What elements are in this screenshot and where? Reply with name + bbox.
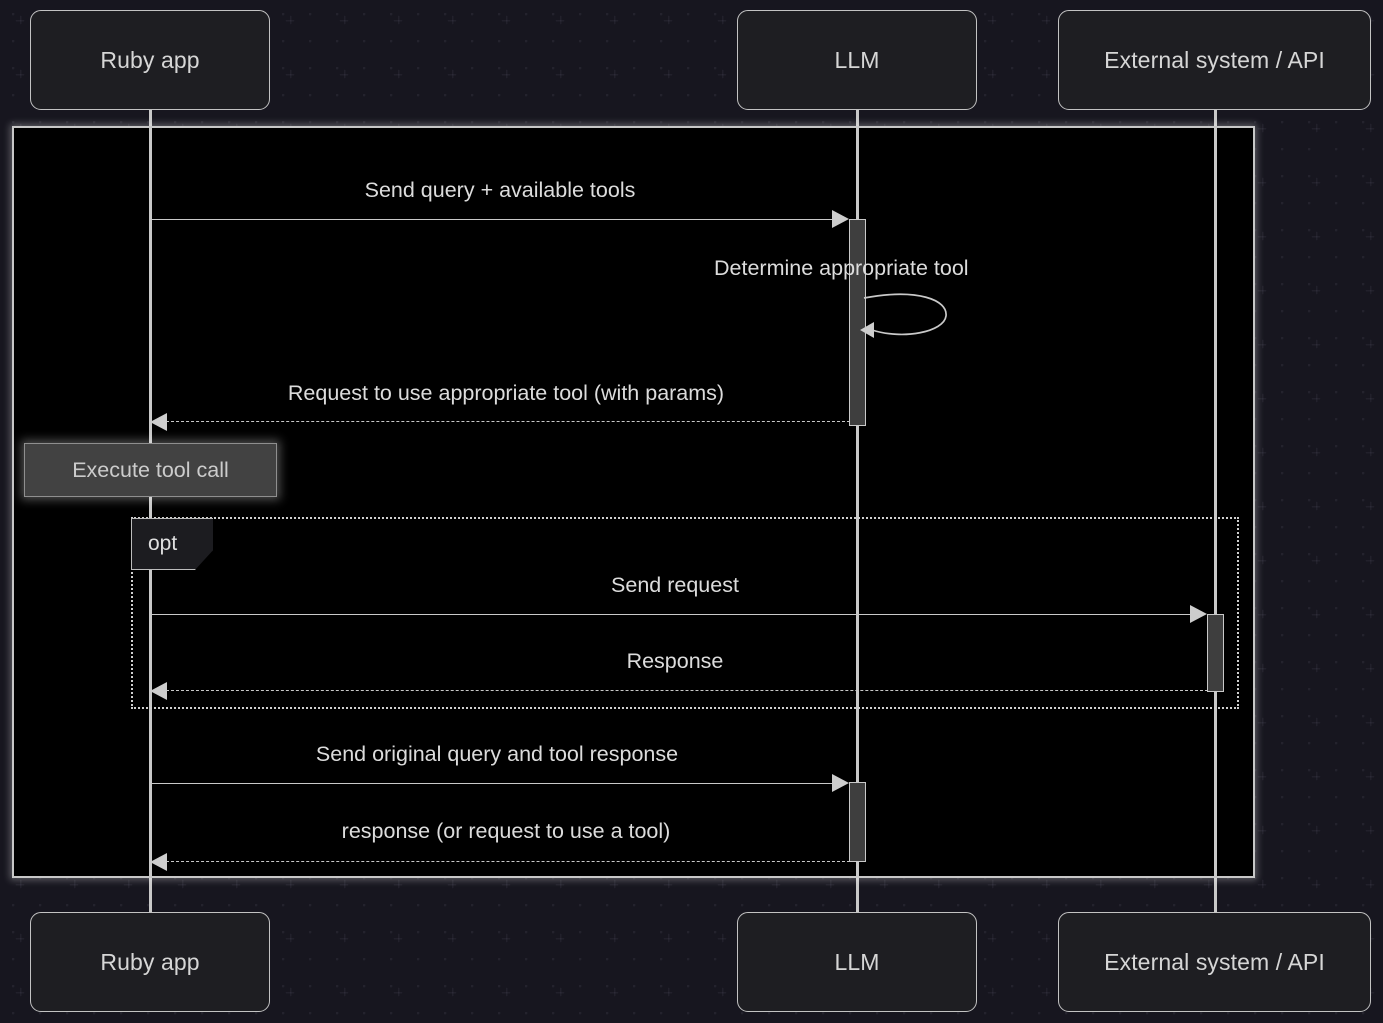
fragment-label-opt[interactable]: opt: [131, 518, 213, 570]
message-line-response: [166, 690, 1208, 691]
message-label-send-request: Send request: [611, 573, 739, 597]
participant-label-external-system-top: External system / API: [1104, 46, 1325, 73]
message-arrowhead-request-use-tool: [150, 413, 167, 431]
lifeline-external-system-inner: [1214, 128, 1217, 876]
fragment-opt-block: [131, 517, 1239, 709]
message-line-request-use-tool: [166, 421, 850, 422]
activation-bar-llm-second: [849, 782, 866, 862]
message-arrowhead-send-original-query: [832, 774, 849, 792]
participant-box-ruby-app-top[interactable]: Ruby app: [30, 10, 270, 110]
participant-box-external-system-top[interactable]: External system / API: [1058, 10, 1371, 110]
note-execute-tool-call: Execute tool call: [24, 443, 277, 497]
participant-label-ruby-app-top: Ruby app: [100, 46, 200, 73]
participant-label-llm-bottom: LLM: [834, 948, 880, 975]
diagram-frame: [12, 126, 1255, 878]
fragment-label-opt-text: opt: [148, 532, 178, 555]
message-arrowhead-response: [150, 682, 167, 700]
message-line-send-request: [150, 614, 1192, 615]
note-label-execute-tool-call: Execute tool call: [72, 457, 229, 482]
lifeline-llm-inner: [856, 128, 859, 876]
message-label-send-original-query: Send original query and tool response: [315, 742, 679, 766]
participant-label-external-system-bottom: External system / API: [1104, 948, 1325, 975]
participant-label-llm-top: LLM: [834, 46, 880, 73]
message-line-send-original-query: [150, 783, 834, 784]
participant-box-ruby-app-bottom[interactable]: Ruby app: [30, 912, 270, 1012]
message-arrowhead-llm-response: [150, 853, 167, 871]
participant-box-llm-bottom[interactable]: LLM: [737, 912, 977, 1012]
message-arrowhead-send-query: [832, 210, 849, 228]
message-label-response: Response: [626, 649, 724, 673]
message-line-send-query: [150, 219, 834, 220]
participant-box-llm-top[interactable]: LLM: [737, 10, 977, 110]
message-label-send-query: Send query + available tools: [364, 178, 636, 202]
lifeline-ruby-app-inner: [149, 128, 152, 876]
message-label-determine-tool: Determine appropriate tool: [714, 256, 969, 280]
message-line-llm-response: [166, 861, 850, 862]
participant-label-ruby-app-bottom: Ruby app: [100, 948, 200, 975]
message-label-llm-response: response (or request to use a tool): [341, 819, 671, 843]
participant-box-external-system-bottom[interactable]: External system / API: [1058, 912, 1371, 1012]
message-label-request-use-tool: Request to use appropriate tool (with pa…: [287, 381, 725, 405]
message-arrowhead-send-request: [1190, 605, 1207, 623]
activation-bar-external-system: [1207, 614, 1224, 692]
